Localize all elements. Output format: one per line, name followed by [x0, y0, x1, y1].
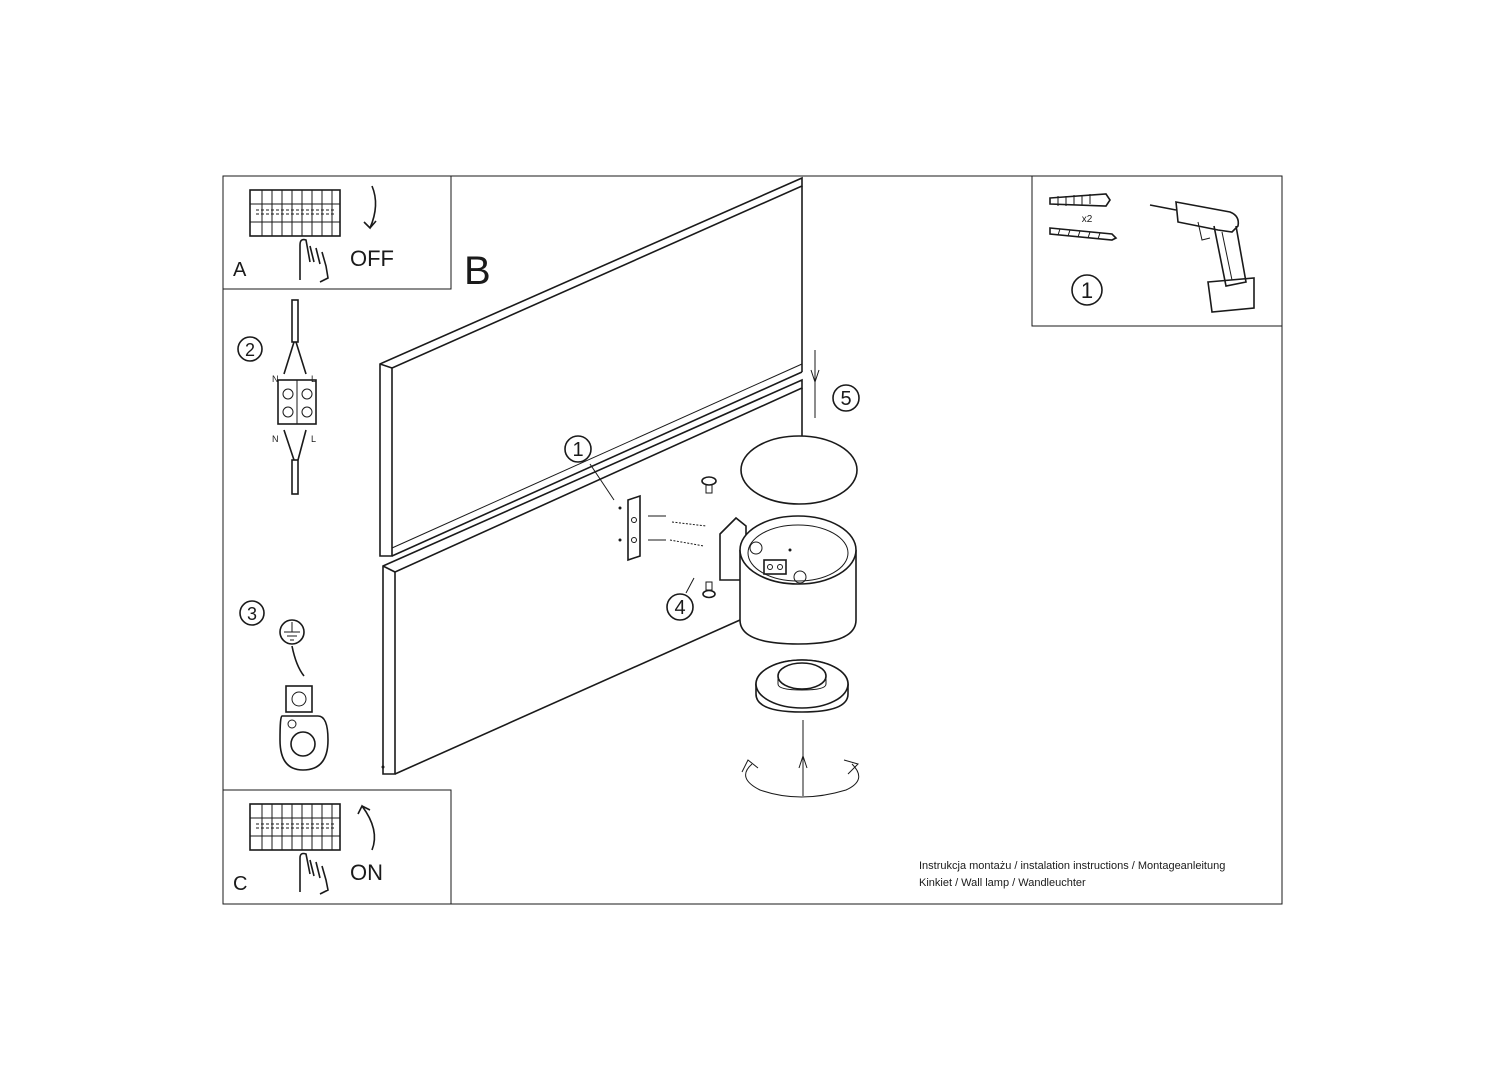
l-bottom-label: L	[311, 434, 316, 444]
wall-plug-icon	[1049, 193, 1111, 207]
step-4-circle	[666, 593, 694, 621]
ground-symbol-icon	[279, 619, 305, 645]
n-bottom-label: N	[272, 434, 279, 444]
panel-c-letter: C	[233, 873, 247, 895]
step-2-number: 2	[245, 340, 255, 360]
step-2-circle	[237, 336, 263, 362]
tools-panel-frame	[1031, 175, 1283, 327]
tools-panel: x2 1	[1031, 175, 1283, 327]
screw-top-icon	[701, 476, 717, 494]
step-1-tools-number: 1	[1081, 278, 1093, 303]
panel-c-frame	[222, 789, 452, 905]
panel-a-frame	[222, 175, 452, 290]
panel-a-letter: A	[233, 259, 247, 281]
hand-icon	[299, 852, 329, 895]
step-1-bracket-number: 1	[572, 439, 583, 461]
quantity-label: x2	[1082, 214, 1093, 225]
step-5-number: 5	[840, 388, 851, 410]
drill-icon	[1149, 201, 1255, 313]
on-label: ON	[350, 860, 383, 885]
hand-icon	[299, 238, 329, 283]
step-3-circle	[239, 600, 265, 626]
n-top-label: N	[272, 374, 279, 384]
ground-clamp-icon	[279, 685, 329, 771]
panel-a: OFF A	[222, 175, 452, 290]
panel-b-letter: B	[464, 249, 491, 293]
breaker-box-icon	[249, 189, 341, 237]
ground-step: 3	[239, 600, 329, 771]
step-4-number: 4	[674, 597, 685, 619]
wall-plugs-icon	[648, 515, 707, 547]
wall-upper-panel	[379, 176, 803, 557]
step-3-number: 3	[247, 604, 257, 624]
breaker-box-icon	[249, 803, 341, 851]
curved-arrow-down-icon	[363, 185, 377, 230]
terminal-block-icon	[277, 299, 317, 495]
footer-line-1: Instrukcja montażu / instalation instruc…	[919, 860, 1225, 872]
connector-block-icon	[763, 559, 787, 575]
rotate-arrow-icon	[741, 720, 860, 798]
lamp-cover-disc	[740, 435, 858, 505]
screw-icon	[1049, 227, 1118, 241]
lamp-diffuser	[755, 659, 849, 713]
wall-lower-panel	[381, 378, 803, 775]
lamp-body	[719, 515, 857, 645]
curved-arrow-up-icon	[357, 804, 376, 851]
panel-c: ON C	[222, 789, 452, 905]
step-5-circle	[832, 384, 860, 412]
l-top-label: L	[311, 374, 316, 384]
footer-line-2: Kinkiet / Wall lamp / Wandleuchter	[919, 877, 1086, 889]
mounting-bracket-icon	[618, 494, 641, 562]
wiring-step: 2 N L N L	[237, 299, 317, 495]
screw-bottom-icon	[702, 581, 716, 599]
step-1-tools-circle	[1071, 274, 1103, 306]
arrow-down-icon	[810, 350, 820, 418]
off-label: OFF	[350, 246, 394, 271]
step-1-bracket-circle	[564, 435, 592, 463]
